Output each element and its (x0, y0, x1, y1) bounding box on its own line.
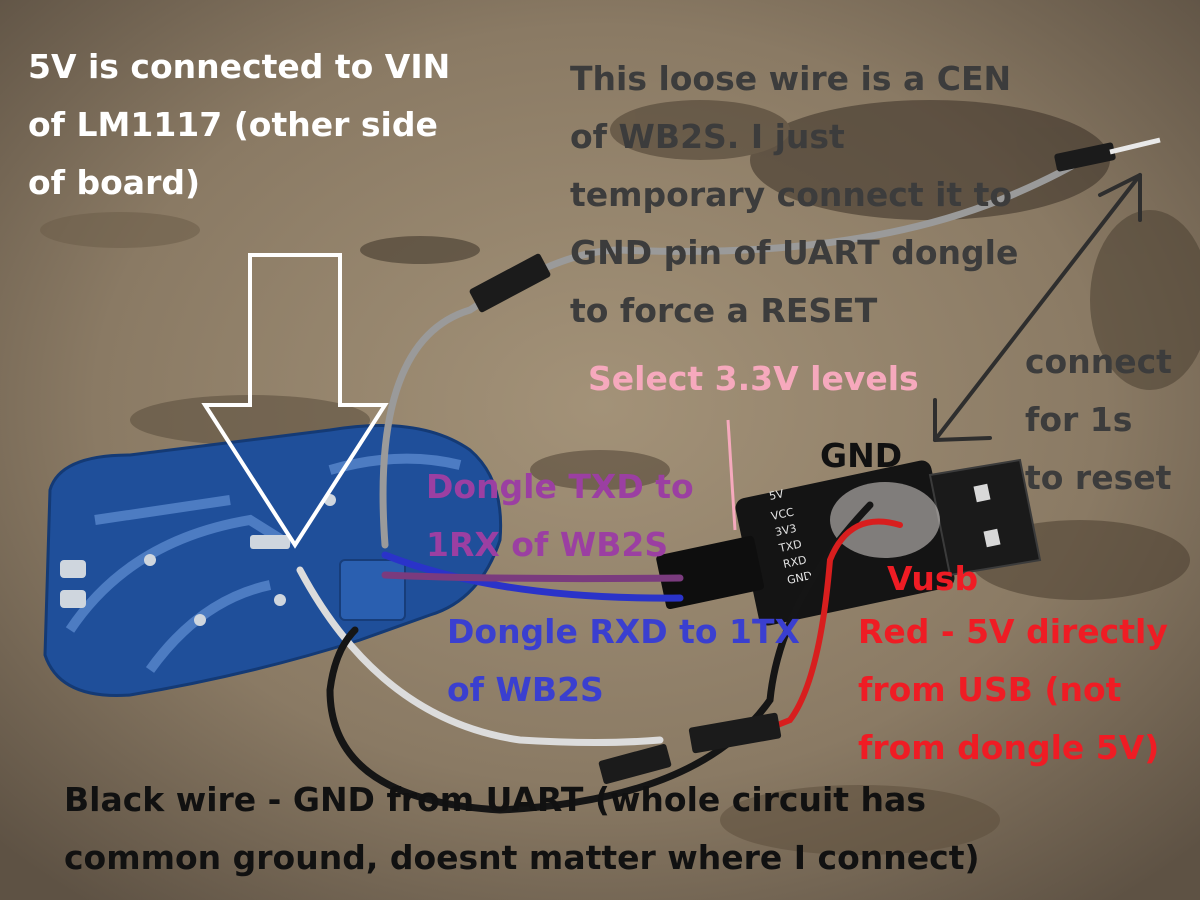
wire-gray-cen (379, 151, 1094, 549)
wire-blue (381, 551, 684, 602)
reset-double-arrow-icon (933, 173, 1142, 442)
usb-connector (928, 458, 1042, 577)
wire-red (737, 518, 903, 743)
dongle-pin-txd: TXD (777, 537, 803, 555)
rxd-note: Dongle RXD to 1TX of WB2S (447, 612, 800, 709)
vin-note: 5V is connected to VIN of LM1117 (other … (28, 47, 451, 202)
red-wire-note: Red - 5V directly from USB (not from don… (858, 612, 1168, 767)
reset-note: connect for 1s to reset (1025, 342, 1172, 497)
pcb-pads (60, 494, 336, 626)
dongle-pin-3v3: 3V3 (774, 522, 798, 539)
dongle-pin-rxd: RXD (782, 553, 808, 571)
select-levels-note: Select 3.3V levels (588, 359, 919, 398)
wires (296, 151, 1094, 814)
vusb-label: Vusb (887, 559, 979, 598)
txd-note: Dongle TXD to 1RX of WB2S (426, 467, 694, 564)
annotation-lines (933, 173, 1142, 442)
black-wire-note: Black wire - GND from UART (whole circui… (64, 780, 980, 877)
dongle-pin-vcc: VCC (770, 505, 795, 523)
uart-dongle: 5V VCC 3V3 TXD RXD GND (656, 458, 1042, 626)
cen-note: This loose wire is a CEN of WB2S. I just… (570, 59, 1019, 330)
gnd-label: GND (820, 436, 903, 475)
wire-black (326, 501, 874, 814)
loose-pin (1109, 137, 1161, 155)
dongle-pin-5v: 5V (768, 487, 785, 503)
wire-purple (381, 571, 684, 583)
down-arrow-icon (201, 253, 389, 549)
pcb-board (43, 424, 503, 697)
pink-pointer-line (726, 419, 737, 531)
jumper-housings (469, 142, 1116, 784)
wb2s-module (339, 559, 406, 621)
